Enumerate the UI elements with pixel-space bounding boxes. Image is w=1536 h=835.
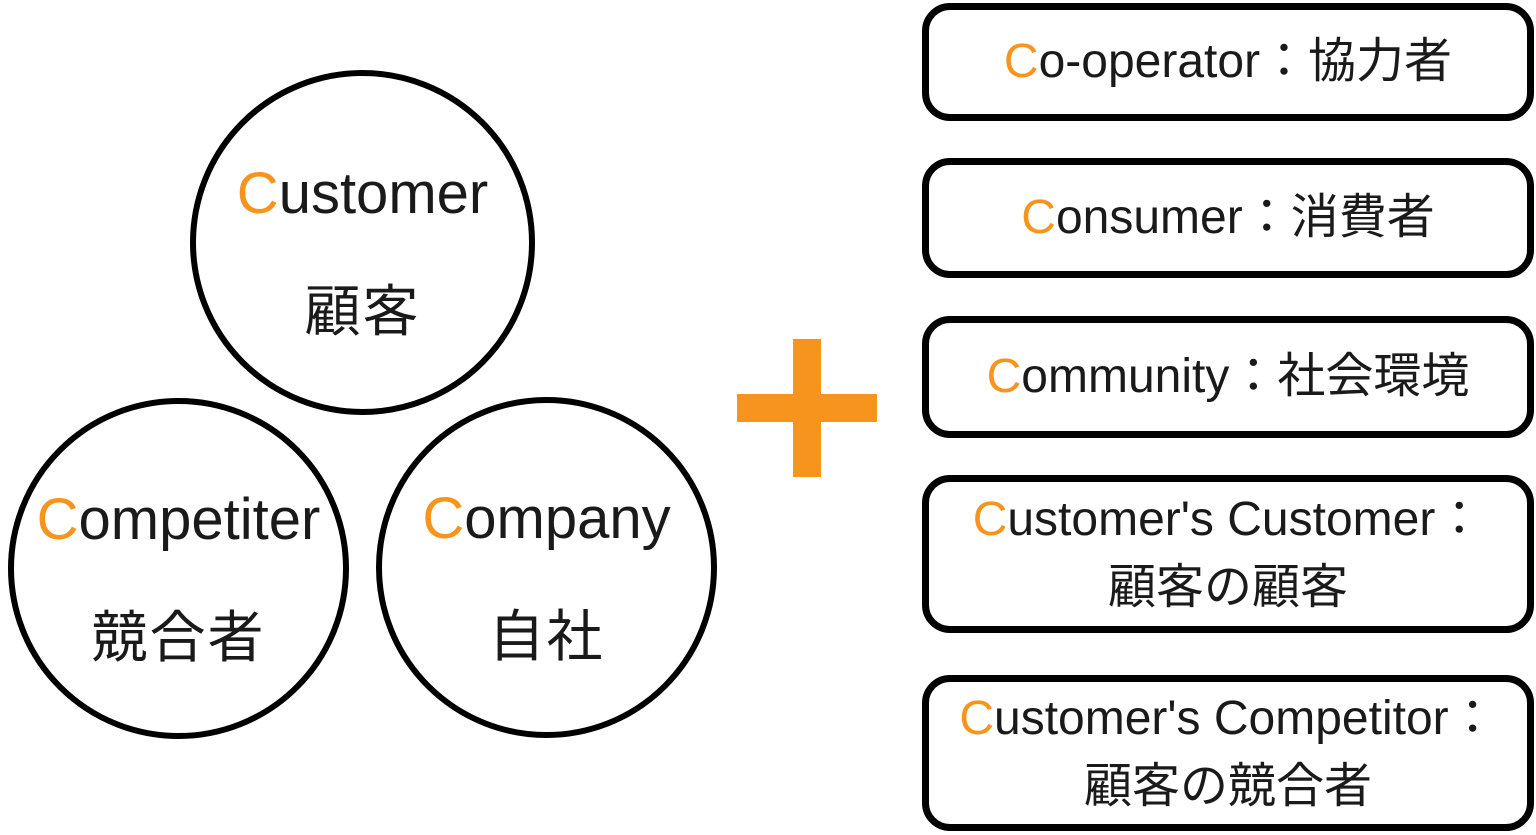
competitor-label-ja: 競合者 <box>91 605 266 669</box>
community-initial: C <box>986 350 1022 403</box>
customer-label-en: Customer <box>237 159 488 229</box>
co-operator-initial: C <box>1003 35 1039 88</box>
community-label: Community：社会環境 <box>987 348 1470 406</box>
company-label-en: Company <box>422 484 670 554</box>
co-operator-label-rest: o-operator：協力者 <box>1038 35 1453 88</box>
customers-competitor-initial: C <box>959 692 994 745</box>
customers-customer-label-rest: ustomer's Customer： <box>1007 493 1484 546</box>
plus-horizontal-bar <box>737 394 877 422</box>
consumer-initial: C <box>1021 191 1056 244</box>
community-box: Community：社会環境 <box>922 316 1534 438</box>
co-operator-label: Co-operator：協力者 <box>1004 33 1452 91</box>
consumer-label: Consumer：消費者 <box>1021 189 1434 247</box>
customer-circle: Customer 顧客 <box>190 70 535 415</box>
competitor-label-rest: ompetiter <box>78 486 321 552</box>
competitor-circle: Competiter 競合者 <box>8 398 349 739</box>
customers-customer-box: Customer's Customer： 顧客の顧客 <box>922 475 1534 633</box>
customers-customer-label: Customer's Customer： <box>973 491 1484 549</box>
customers-customer-initial: C <box>972 493 1008 546</box>
competitor-initial: C <box>36 486 79 552</box>
customers-customer-label-ja: 顧客の顧客 <box>1107 561 1348 614</box>
customer-initial: C <box>236 160 279 226</box>
customers-competitor-box: Customer's Competitor： 顧客の競合者 <box>922 675 1534 831</box>
consumer-box: Consumer：消費者 <box>922 158 1534 278</box>
company-initial: C <box>422 485 465 551</box>
competitor-label-en: Competiter <box>37 485 321 555</box>
customer-label-ja: 顧客 <box>304 279 421 343</box>
customers-competitor-label-rest: ustomer's Competitor： <box>994 692 1497 745</box>
customer-label-rest: ustomer <box>278 160 489 226</box>
company-circle: Company 自社 <box>376 397 717 738</box>
company-label-rest: ompany <box>464 485 671 551</box>
company-label-ja: 自社 <box>488 604 605 668</box>
community-label-rest: ommunity：社会環境 <box>1021 350 1470 403</box>
consumer-label-rest: onsumer：消費者 <box>1055 191 1435 244</box>
customers-competitor-label: Customer's Competitor： <box>959 690 1496 748</box>
plus-icon <box>737 339 877 477</box>
customers-competitor-label-ja: 顧客の競合者 <box>1083 760 1372 813</box>
co-operator-box: Co-operator：協力者 <box>922 3 1534 121</box>
